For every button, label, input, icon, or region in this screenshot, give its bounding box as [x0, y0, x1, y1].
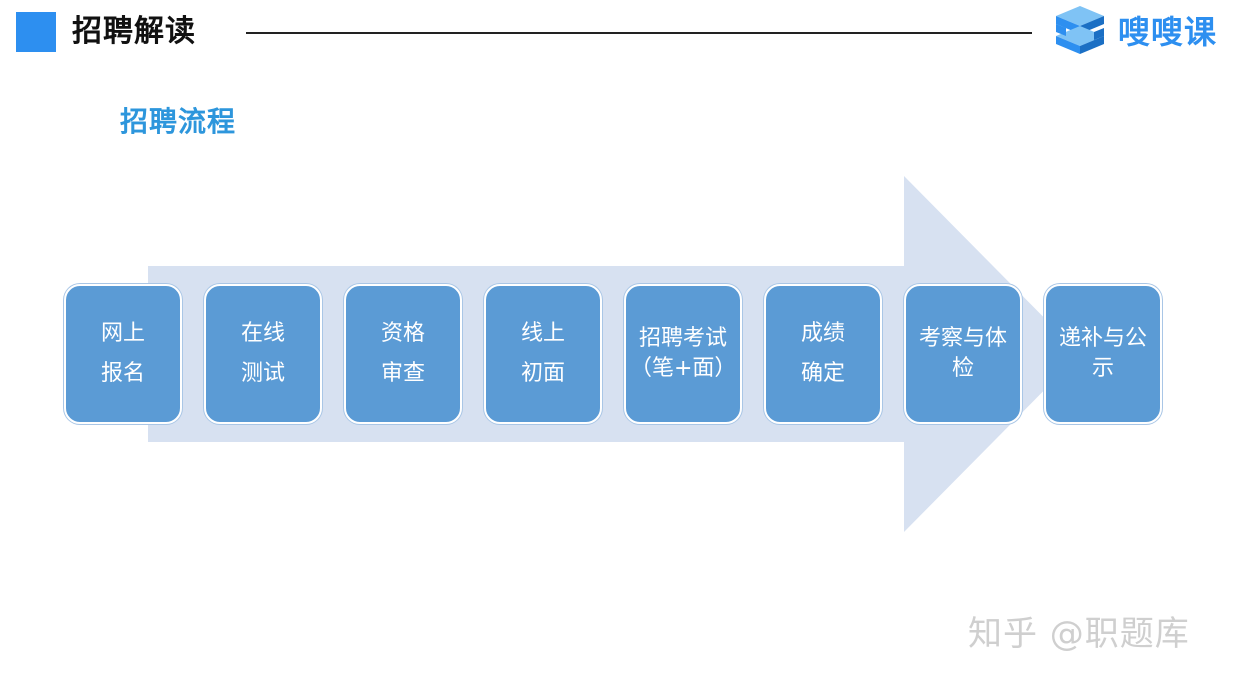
logo-s-icon — [1056, 6, 1104, 54]
step-label: 网上 报名 — [100, 321, 145, 386]
step-label: 资格 审查 — [380, 321, 425, 386]
arrow-shape — [148, 176, 1080, 532]
section-title: 招聘流程 — [120, 105, 237, 138]
step-8: 递补与公 示 — [1044, 284, 1162, 424]
step-label: 成绩 确定 — [800, 321, 845, 386]
step-4: 线上 初面 — [484, 284, 602, 424]
logo-text: 嗖嗖课 — [1118, 13, 1218, 51]
page-title: 招聘解读 — [72, 14, 196, 49]
header-accent-square — [16, 12, 56, 52]
step-label: 递补与公 示 — [1058, 326, 1147, 381]
header-divider — [246, 32, 1032, 34]
step-7: 考察与体 检 — [904, 284, 1022, 424]
step-5: 招聘考试 （笔+面） — [624, 284, 742, 424]
step-1: 网上 报名 — [64, 284, 182, 424]
step-label: 考察与体 检 — [918, 326, 1007, 381]
step-label: 招聘考试 （笔+面） — [630, 326, 737, 381]
step-label: 线上 初面 — [520, 321, 565, 386]
watermark: 知乎 @职题库 — [968, 614, 1190, 654]
step-2: 在线 测试 — [204, 284, 322, 424]
step-6: 成绩 确定 — [764, 284, 882, 424]
step-label: 在线 测试 — [240, 321, 285, 386]
step-3: 资格 审查 — [344, 284, 462, 424]
